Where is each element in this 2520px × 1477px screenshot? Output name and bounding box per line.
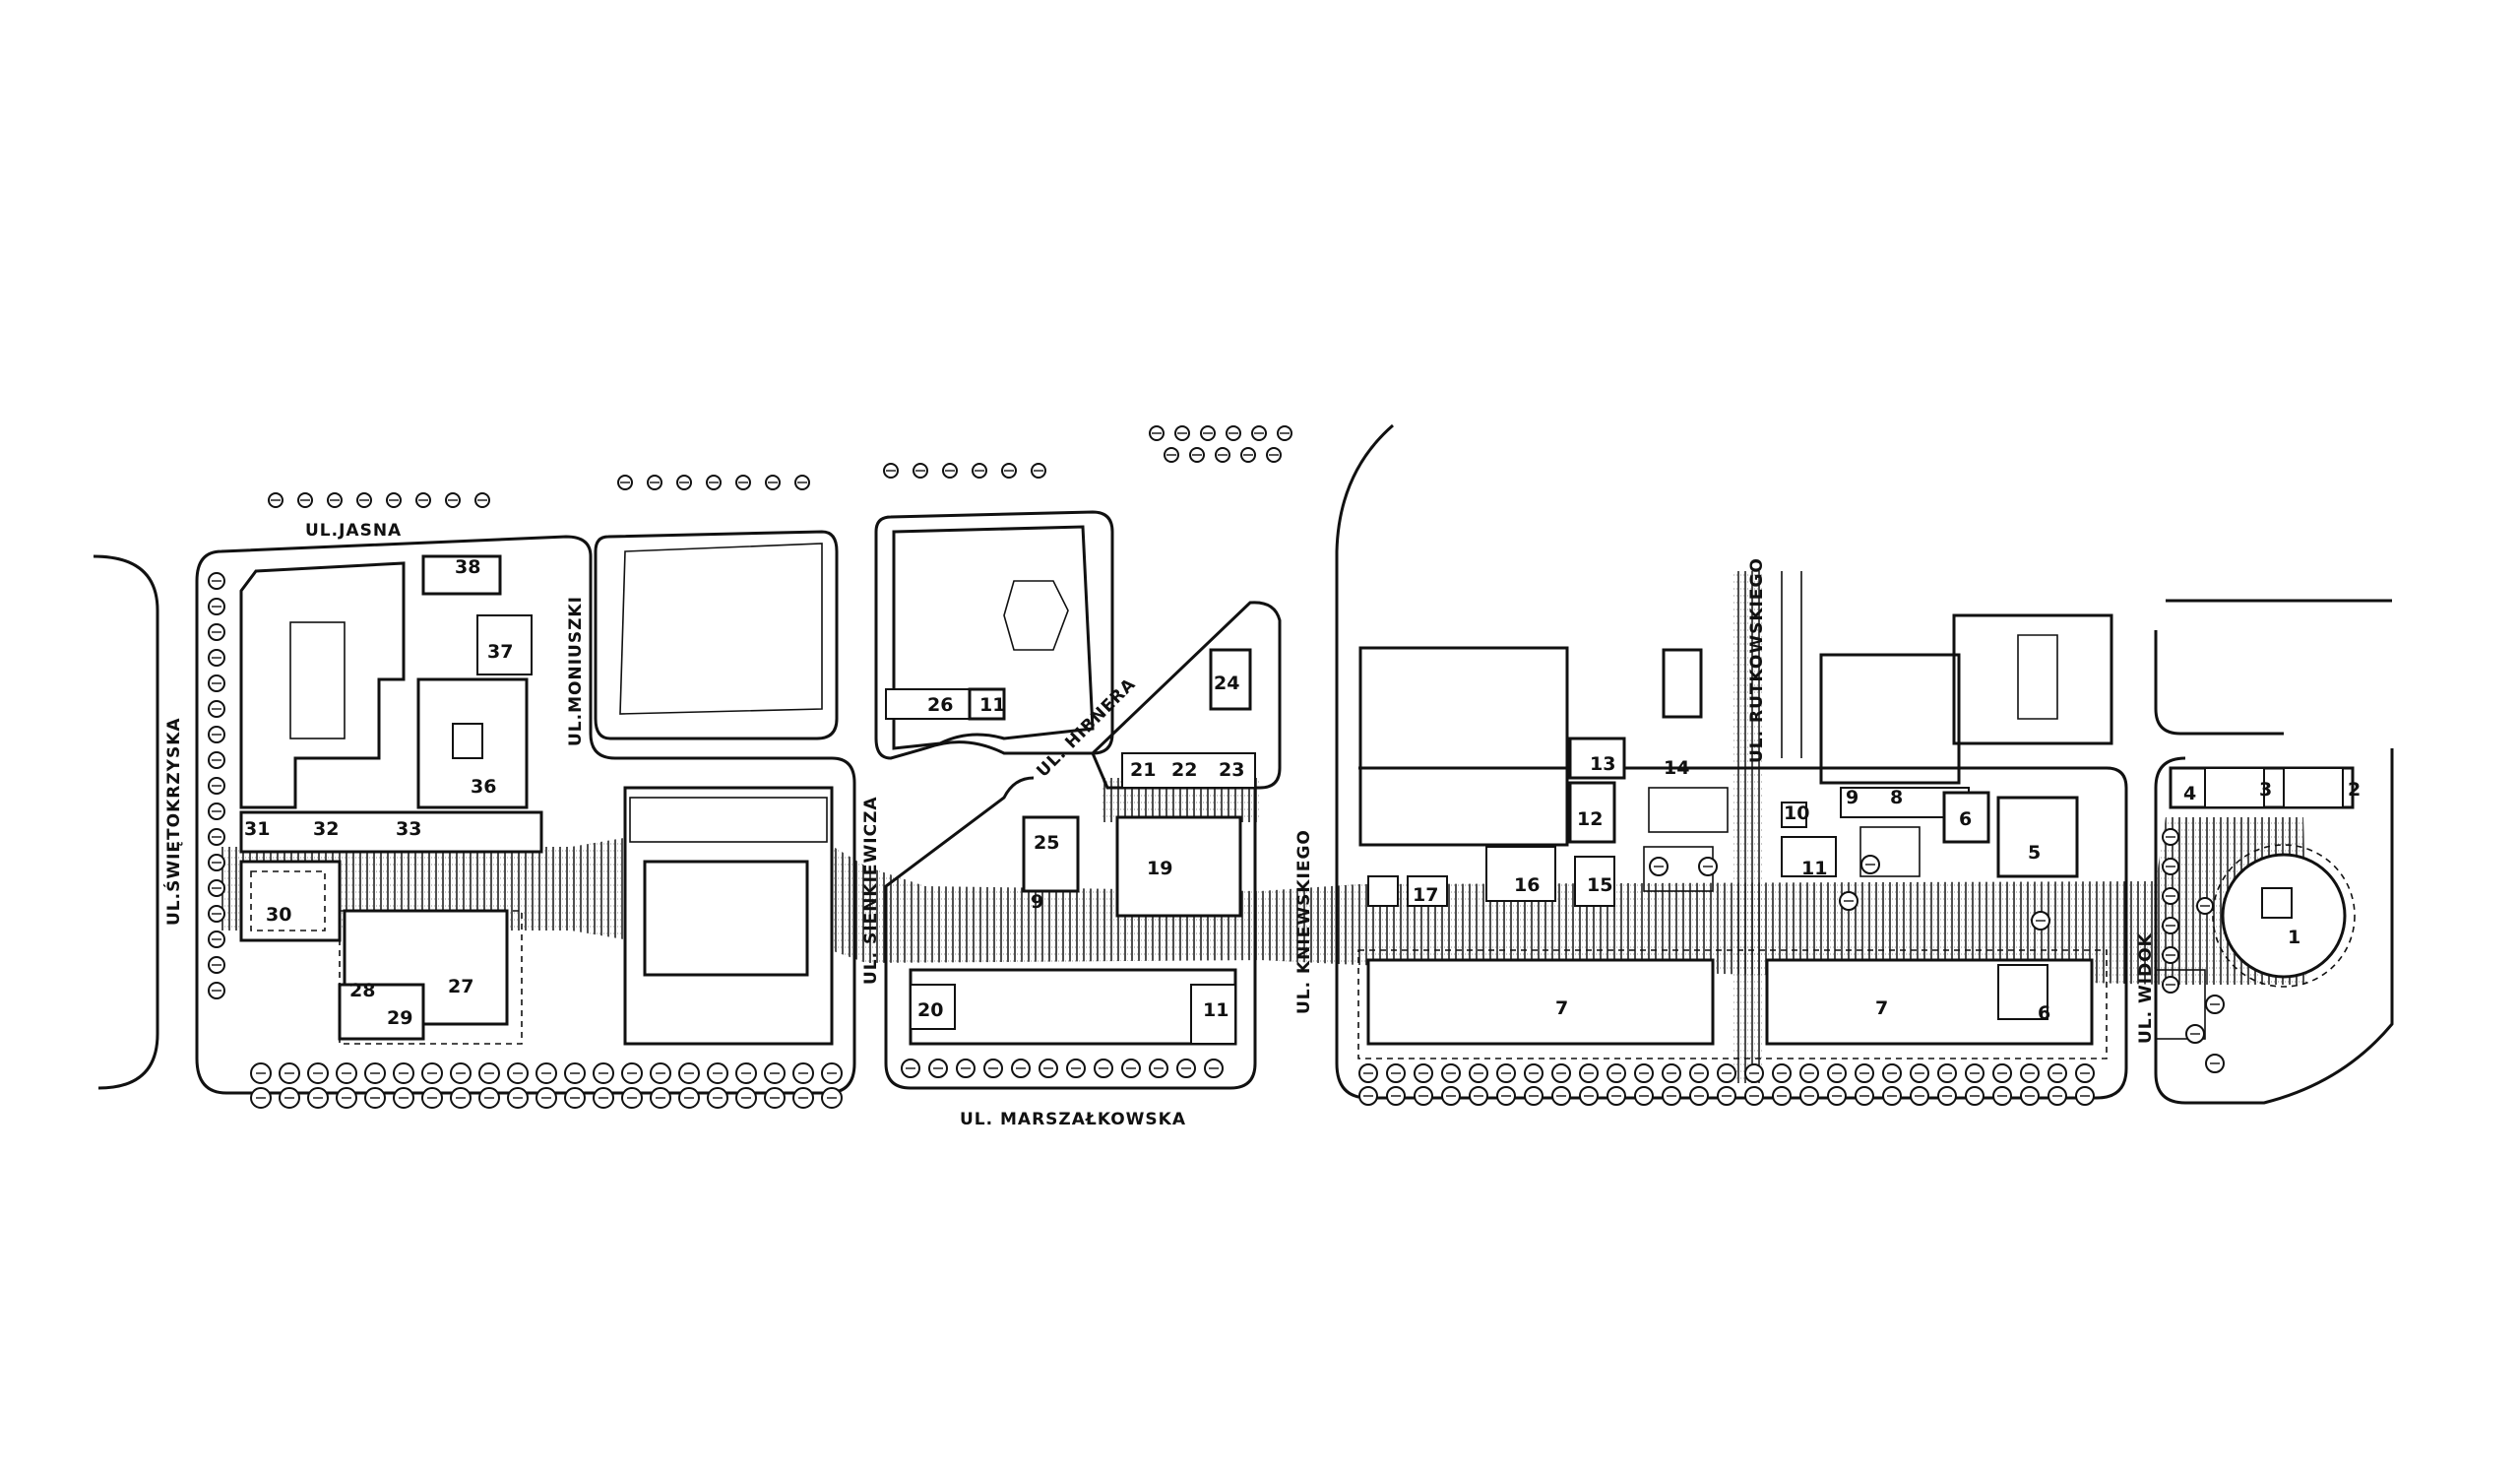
building-numbers: 1 2 3 4 5 6 6 7 7 8 9 9 10 11 11 11 12 1… [244,556,2361,1029]
building-number: 27 [448,976,473,997]
street-label-moniuszki: UL.MONIUSZKI [566,596,586,746]
building-number: 19 [1147,858,1172,879]
building-number: 10 [1784,803,1809,824]
building-number: 1 [2288,927,2300,948]
street-label-rutkowskiego: UL. RUTKOWSKIEGO [1747,557,1767,763]
building-number: 13 [1590,753,1615,775]
street-label-marszalkowska: UL. MARSZAŁKOWSKA [960,1110,1186,1129]
building-number: 17 [1413,884,1438,906]
building-number: 30 [266,904,291,926]
street-label-widok: UL. WIDOK [2136,932,2156,1044]
building-number: 25 [1034,832,1059,854]
building-number: 38 [455,556,480,578]
building-number: 7 [1555,997,1568,1019]
building-number: 4 [2183,783,2196,804]
street-label-sienkiewicza: UL. SIENKIEWICZA [861,796,881,985]
building-number: 11 [1801,858,1827,879]
buildings [239,525,2356,1060]
building-number: 14 [1664,757,1689,779]
building-number: 20 [917,999,943,1021]
building-number: 37 [487,641,513,663]
street-label-jasna: UL.JASNA [305,521,402,541]
building-number: 28 [349,980,375,1001]
building-number: 16 [1514,874,1540,896]
building-number: 26 [927,694,953,716]
building-number: 23 [1219,759,1244,781]
building-number: 31 [244,818,270,840]
building-number: 11 [1203,999,1228,1021]
building-number: 8 [1890,787,1903,808]
building-number: 12 [1577,808,1603,830]
building-number: 21 [1130,759,1156,781]
building-number: 29 [387,1007,412,1029]
building-number: 9 [1031,891,1043,913]
building-number: 3 [2259,779,2272,801]
building-number: 24 [1214,673,1239,694]
building-number: 33 [396,818,421,840]
building-number: 36 [471,776,496,798]
street-label-swietokrzyska: UL.ŚWIĘTOKRZYSKA [162,717,184,926]
building-number: 15 [1587,874,1612,896]
building-number: 2 [2348,779,2361,801]
building-number: 5 [2028,842,2041,864]
building-number: 7 [1875,997,1888,1019]
building-number: 22 [1171,759,1197,781]
tree-icon [208,425,2225,1109]
building-number: 9 [1846,787,1858,808]
building-number: 11 [979,694,1005,716]
building-number: 32 [313,818,339,840]
building-number: 6 [2038,1002,2050,1024]
street-label-kniewskiego: UL. KNIEWSKIEGO [1294,829,1314,1014]
building-number: 6 [1959,808,1972,830]
